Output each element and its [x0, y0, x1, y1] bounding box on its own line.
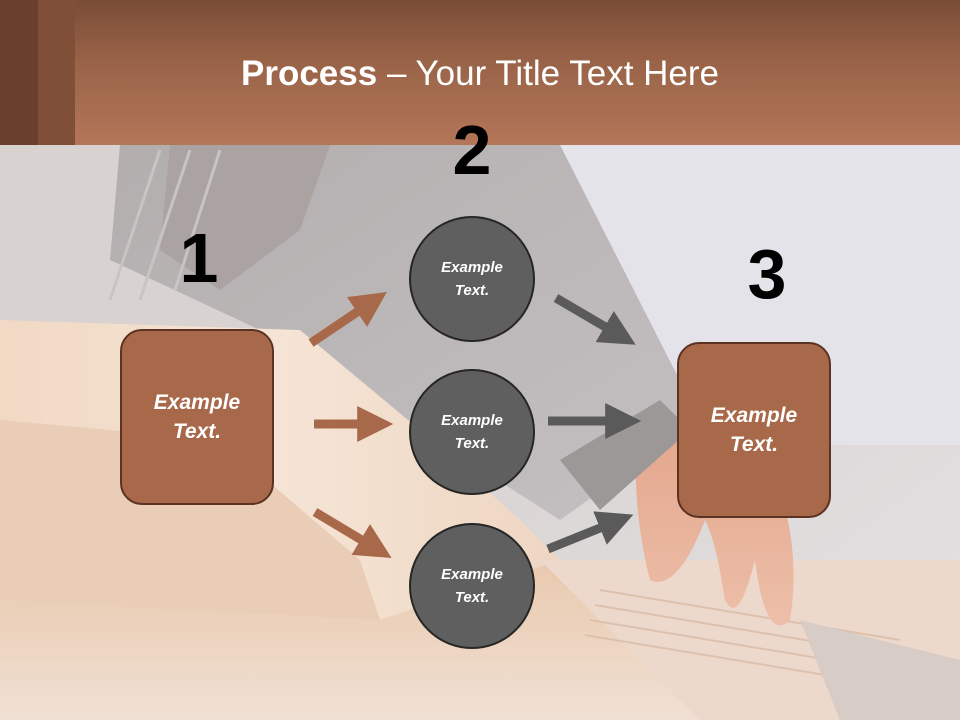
arrow-right-icon [312, 508, 392, 558]
step-1-text: Example Text. [153, 391, 241, 443]
header-accent-bar [38, 0, 75, 145]
step-number-2: 2 [452, 111, 492, 189]
arrow-right-icon [553, 294, 636, 345]
step-3-box: Example Text. [677, 342, 831, 518]
step-3-text: Example Text. [710, 404, 798, 456]
step-2-circle-top: Example Text. [409, 216, 535, 342]
header-band [0, 0, 960, 145]
step-number-3: 3 [747, 235, 787, 313]
arrow-right-icon [308, 291, 387, 347]
title-rest: – Your Title Text Here [377, 54, 719, 93]
circle-text: Example Text. [441, 412, 503, 452]
step-1-box: Example Text. [120, 329, 274, 505]
step-2-circle-middle: Example Text. [409, 369, 535, 495]
circle-text: Example Text. [441, 566, 503, 606]
step-2-circle-bottom: Example Text. [409, 523, 535, 649]
arrow-right-icon [546, 511, 634, 554]
step-number-1: 1 [179, 219, 219, 297]
title-bold: Process [241, 54, 378, 93]
circle-text: Example Text. [441, 259, 503, 299]
slide-title: Process – Your Title Text Here [0, 50, 960, 98]
header-accent-bar [0, 0, 38, 145]
